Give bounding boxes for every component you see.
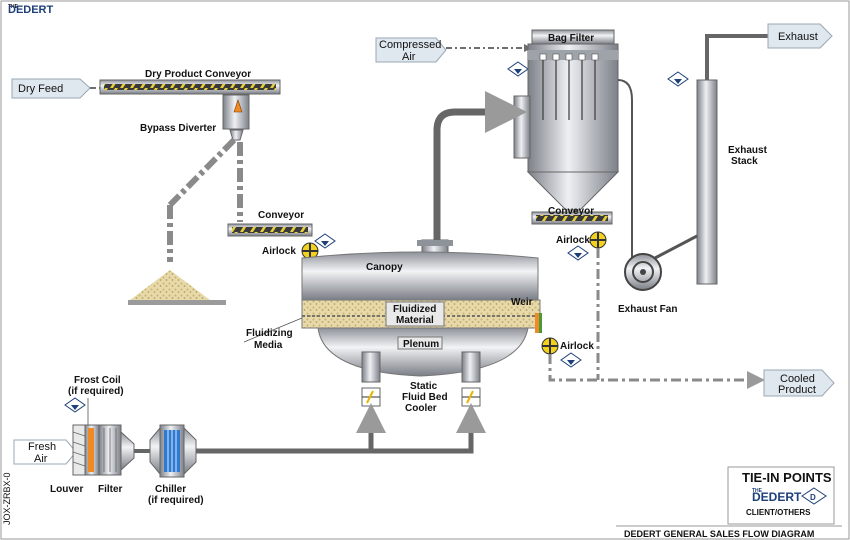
air-supply-duct bbox=[196, 403, 486, 454]
bag-filter: Bag Filter bbox=[513, 29, 620, 211]
svg-text:Cooler: Cooler bbox=[405, 403, 437, 414]
left-conveyor: Conveyor bbox=[227, 210, 313, 237]
fluidizing-media-callout: Fluidizing Media bbox=[243, 317, 303, 351]
right-conveyor-label: Conveyor bbox=[548, 206, 594, 217]
exhaust-fan-label: Exhaust Fan bbox=[618, 304, 677, 315]
tie-in-marker-left-airlock bbox=[314, 233, 336, 249]
dry-feed-input: Dry Feed bbox=[11, 78, 91, 99]
exhaust-fan-icon: Exhaust Fan bbox=[618, 253, 677, 315]
right-conveyor: Conveyor bbox=[531, 206, 613, 225]
top-airlock-label: Airlock bbox=[556, 235, 590, 246]
svg-text:Static: Static bbox=[410, 381, 438, 392]
legend-logo: DEDERT bbox=[752, 490, 802, 504]
dry-product-conveyor-label: Dry Product Conveyor bbox=[145, 69, 251, 80]
frost-coil-icon bbox=[84, 424, 100, 476]
fluidizing-media-line1: Fluidizing bbox=[246, 328, 293, 339]
fresh-air-line2: Air bbox=[34, 453, 48, 465]
louver-label: Louver bbox=[50, 484, 83, 495]
duct-cooler-to-filter bbox=[433, 91, 527, 240]
exhaust-label: Exhaust bbox=[778, 31, 818, 43]
svg-text:DEDERT: DEDERT bbox=[8, 4, 54, 16]
weir-label: Weir bbox=[511, 297, 533, 308]
left-airlock-icon: Airlock bbox=[262, 242, 319, 260]
plenum-label: Plenum bbox=[403, 339, 439, 350]
exhaust-stack-line2: Stack bbox=[731, 156, 758, 167]
fluidized-material-box: Fluidized Material bbox=[385, 301, 445, 327]
tie-in-marker-compressed-air bbox=[507, 61, 529, 77]
filter-icon bbox=[98, 424, 135, 476]
cooled-product-line1: Cooled bbox=[780, 373, 815, 385]
tie-in-marker-top-airlock bbox=[567, 245, 589, 261]
plenum-box: Plenum bbox=[397, 336, 443, 350]
canopy-label-box: Canopy bbox=[366, 262, 403, 273]
exhaust-stack: Exhaust Stack bbox=[696, 79, 768, 285]
frost-coil-line1: Frost Coil bbox=[74, 375, 121, 386]
dry-feed-label: Dry Feed bbox=[18, 83, 63, 95]
right-airlock-label: Airlock bbox=[560, 341, 594, 352]
fluidized-material-line2: Material bbox=[396, 315, 434, 326]
frost-coil-line2: (if required) bbox=[68, 386, 124, 397]
doc-id: JOX-ZRBX-0 bbox=[2, 472, 12, 525]
svg-text:THE: THE bbox=[8, 4, 19, 10]
dedert-logo: THE DEDERT bbox=[8, 4, 54, 16]
chiller-icon bbox=[149, 424, 197, 478]
fresh-air-input: Fresh Air bbox=[13, 439, 77, 465]
tie-in-marker-frost-coil bbox=[64, 397, 86, 413]
damper-right-icon bbox=[461, 387, 481, 407]
left-airlock-label: Airlock bbox=[262, 246, 296, 257]
legend-client: CLIENT/OTHERS bbox=[746, 508, 811, 517]
chiller-line1: Chiller bbox=[155, 484, 186, 495]
dry-product-conveyor: Dry Product Conveyor bbox=[99, 69, 281, 95]
legend-marker-icon: D bbox=[801, 487, 827, 505]
product-pile bbox=[128, 270, 226, 305]
filter-label: Filter bbox=[98, 484, 123, 495]
fresh-air-line1: Fresh bbox=[28, 441, 56, 453]
fluidizing-media-line2: Media bbox=[254, 340, 283, 351]
tie-in-marker-stack bbox=[667, 71, 689, 87]
chiller-line2: (if required) bbox=[148, 495, 204, 506]
compressed-air-line1: Compressed bbox=[379, 39, 441, 51]
tie-in-legend: TIE-IN POINTS THE DEDERT D CLIENT/OTHERS bbox=[727, 466, 835, 525]
fluidized-material-line1: Fluidized bbox=[393, 304, 436, 315]
cooled-product-line2: Product bbox=[778, 384, 816, 396]
bypass-diverter: Bypass Diverter bbox=[140, 94, 250, 141]
canopy-label: Canopy bbox=[366, 262, 403, 273]
right-airlock-icon: Airlock bbox=[541, 337, 594, 355]
svg-text:D: D bbox=[810, 493, 816, 502]
left-conveyor-label: Conveyor bbox=[258, 210, 304, 221]
cooled-product-output: Cooled Product bbox=[763, 369, 835, 397]
bag-filter-label: Bag Filter bbox=[548, 33, 594, 44]
compressed-air-line2: Air bbox=[402, 51, 416, 63]
compressed-air-input: Compressed Air bbox=[375, 37, 447, 63]
static-cooler-label: Static Fluid Bed Cooler bbox=[402, 381, 448, 414]
footer-title: DEDERT GENERAL SALES FLOW DIAGRAM bbox=[624, 529, 814, 539]
legend-title: TIE-IN POINTS bbox=[742, 470, 832, 485]
exhaust-output: Exhaust bbox=[767, 23, 833, 49]
damper-left-icon bbox=[361, 387, 381, 407]
exhaust-stack-line1: Exhaust bbox=[728, 145, 768, 156]
bypass-diverter-label: Bypass Diverter bbox=[140, 123, 216, 134]
svg-text:Fluid Bed: Fluid Bed bbox=[402, 392, 448, 403]
svg-text:THE: THE bbox=[752, 488, 763, 494]
louver-icon bbox=[72, 424, 86, 476]
top-airlock-icon: Airlock bbox=[556, 231, 607, 249]
tie-in-marker-right-airlock bbox=[560, 352, 582, 368]
